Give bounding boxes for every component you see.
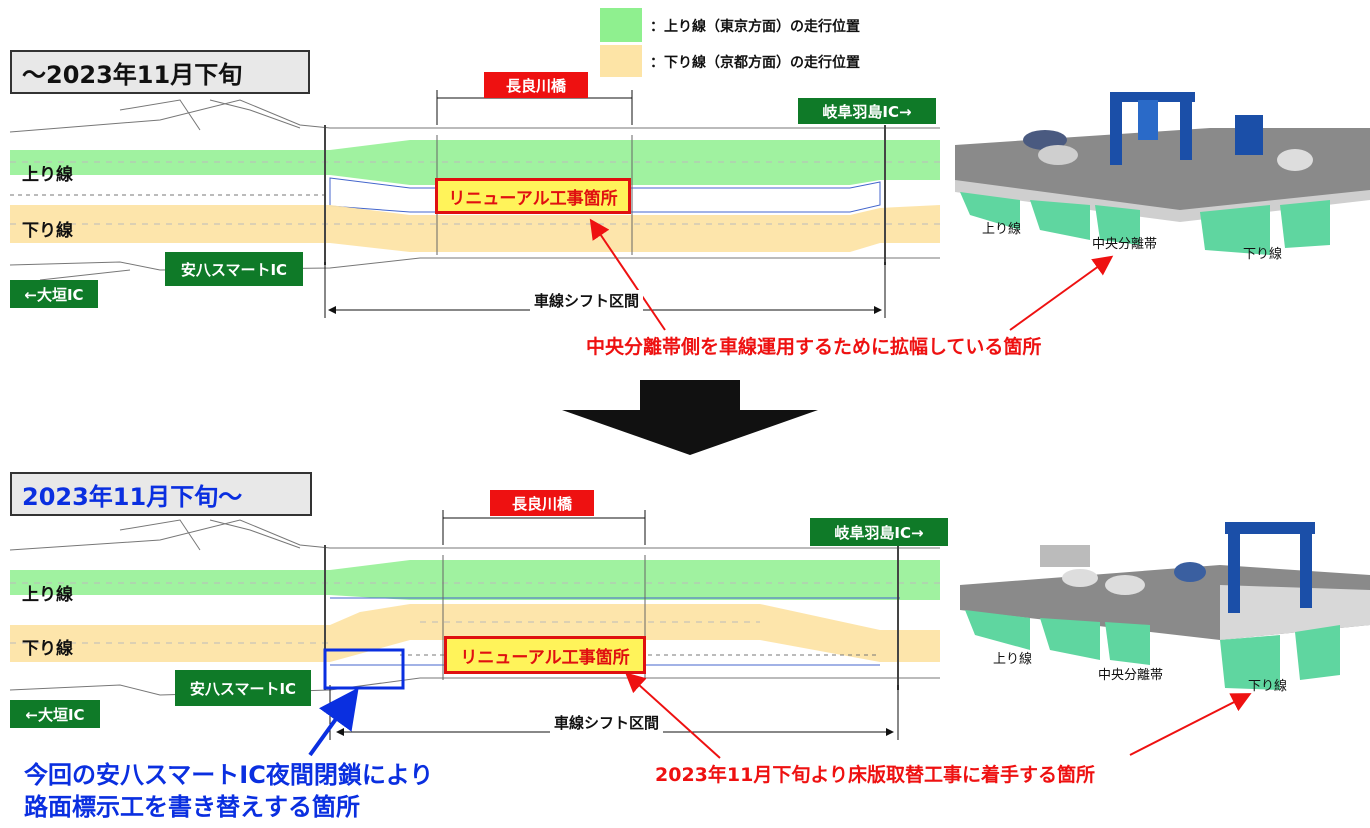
- bottom-bridge-illustration: [960, 522, 1370, 690]
- bottom-ic-left-label: ←大垣IC: [10, 700, 100, 728]
- top-down-lane: [10, 205, 940, 252]
- top-ic-left-label: ←大垣IC: [10, 280, 98, 308]
- legend-up-text: ：上り線（東京方面）の走行位置: [650, 19, 860, 35]
- top-bridge-illustration: [955, 92, 1370, 255]
- bottom-period-label: 2023年11月下旬～: [10, 472, 312, 516]
- top-bridge-label: 長良川橋: [484, 72, 588, 98]
- bottom-img-median-label: 中央分離帯: [1098, 668, 1164, 683]
- legend-down-text: ：下り線（京都方面）の走行位置: [650, 55, 860, 71]
- transition-arrow: [562, 380, 818, 455]
- bottom-red-arrow-2: [1129, 693, 1252, 756]
- top-img-up-label: 上り線: [982, 222, 1022, 237]
- top-shift-section-label: 車線シフト区間: [530, 290, 644, 311]
- top-up-lane: [10, 140, 940, 185]
- legend-down-swatch: [600, 45, 642, 77]
- bottom-note-blue-line2: 路面標示工を書き替えする箇所: [24, 793, 360, 821]
- repaint-highlight-box: [323, 648, 405, 690]
- bottom-img-up-label: 上り線: [993, 652, 1033, 667]
- bottom-ic-right-label: 岐阜羽島IC→: [810, 518, 948, 546]
- bottom-down-lane: [10, 604, 940, 662]
- bottom-img-down-label: 下り線: [1248, 679, 1288, 694]
- top-ic-right-label: 岐阜羽島IC→: [798, 98, 936, 124]
- top-note-arrow-1: [589, 218, 666, 331]
- top-img-down-label: 下り線: [1243, 247, 1283, 262]
- bottom-down-lane-label: 下り線: [22, 639, 73, 659]
- top-note-text: 中央分離帯側を車線運用するために拡幅している箇所: [586, 336, 1042, 358]
- top-img-median-label: 中央分離帯: [1092, 237, 1158, 252]
- bottom-smart-ic-label: 安八スマートIC: [175, 670, 311, 706]
- legend-up-swatch: [600, 8, 642, 42]
- bottom-up-lane: [10, 560, 940, 600]
- bottom-blue-arrow: [308, 687, 359, 757]
- bottom-up-lane-label: 上り線: [22, 585, 73, 605]
- bottom-red-arrow-1: [625, 672, 721, 759]
- top-note-arrow-2: [1009, 255, 1114, 331]
- top-smart-ic-label: 安八スマートIC: [165, 252, 303, 286]
- bottom-bridge-label: 長良川橋: [490, 490, 594, 516]
- bottom-note-blue-line1: 今回の安八スマートIC夜間閉鎖により: [24, 761, 434, 789]
- top-renewal-label: リニューアル工事箇所: [435, 178, 631, 214]
- bottom-renewal-label: リニューアル工事箇所: [444, 636, 646, 674]
- bottom-shift-section-label: 車線シフト区間: [550, 712, 664, 733]
- top-up-lane-label: 上り線: [22, 165, 73, 185]
- bottom-plan-road: [9, 510, 940, 740]
- top-period-label: ～2023年11月下旬: [10, 50, 310, 94]
- bottom-note-red-text: 2023年11月下旬より床版取替工事に着手する箇所: [655, 764, 1095, 786]
- top-down-lane-label: 下り線: [22, 221, 73, 241]
